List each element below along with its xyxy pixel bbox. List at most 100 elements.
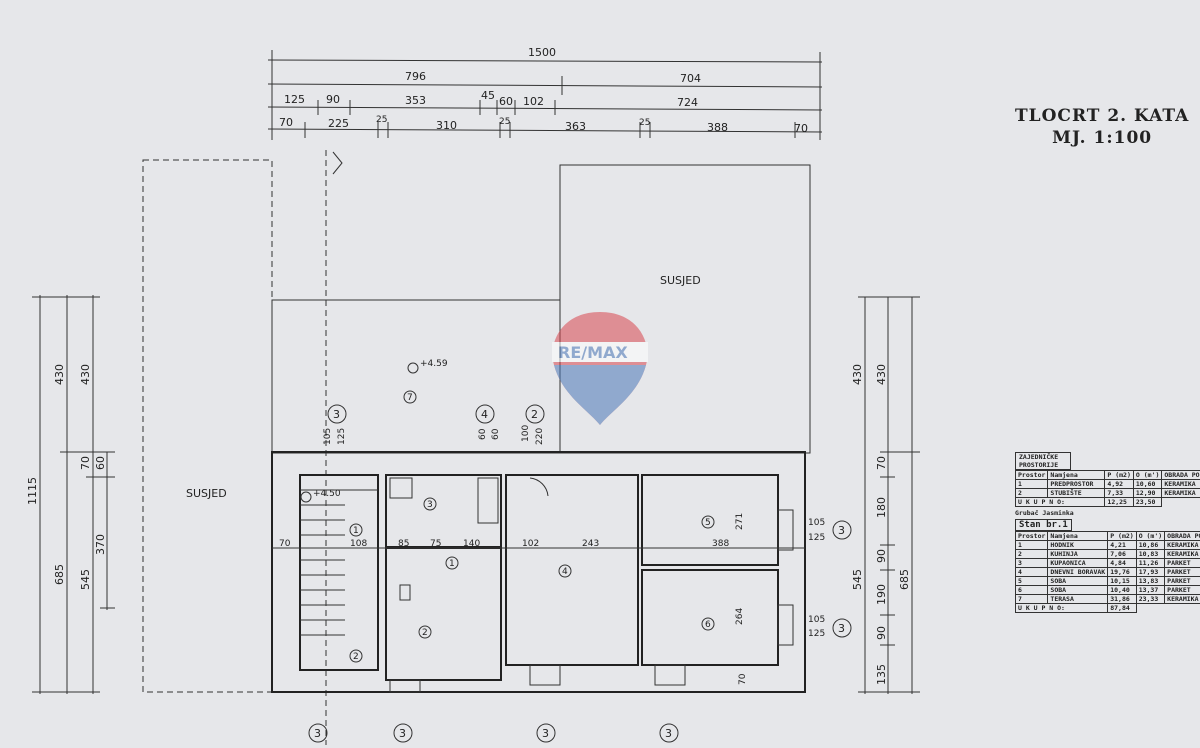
label: 430 — [53, 364, 66, 385]
label: 10,86 — [1135, 540, 1166, 550]
label: 3 — [333, 408, 340, 421]
label: U K U P N O: — [1014, 603, 1109, 613]
dim-top: 102 — [523, 95, 544, 108]
title-line-2: MJ. 1:100 — [1052, 128, 1153, 148]
dim-inner: 70 — [738, 673, 748, 685]
dim-top: 225 — [328, 117, 349, 130]
dim-inner: 388 — [712, 539, 729, 549]
dim-top: 353 — [405, 94, 426, 107]
dim-top: 704 — [680, 72, 701, 85]
label: 685 — [53, 564, 66, 585]
label: SOBA — [1047, 576, 1109, 586]
label: HODNIK — [1047, 540, 1109, 550]
label: O (m') — [1135, 531, 1166, 541]
label: U K U P N O: — [1014, 497, 1106, 507]
dim-inner: 105 — [323, 428, 333, 445]
label: 5 — [705, 518, 711, 528]
dim-top-total: 1500 — [528, 46, 556, 59]
room-marker: 2 — [349, 649, 363, 663]
elevation-marker-icon — [300, 491, 312, 503]
label: Namjena — [1047, 470, 1106, 480]
label: 3 — [399, 727, 406, 740]
label: OBRADA PODA — [1161, 470, 1200, 480]
left-dimensions: 1115 430 685 430 70 545 60 370 — [26, 295, 115, 694]
label: 4,21 — [1107, 540, 1137, 550]
label: 1115 — [26, 477, 39, 505]
room-marker: 6 — [701, 617, 715, 631]
dim-inner: 125 — [337, 428, 347, 445]
window-marker: 3 — [0, 0, 7, 3]
label: STUBIŠTE — [1047, 488, 1106, 498]
label: 87,84 — [1107, 603, 1137, 613]
room-marker: 4 — [558, 564, 572, 578]
window-marker: 3 — [327, 404, 347, 424]
table-heading: ZAJEDNIČKE PROSTORIJE — [1015, 452, 1071, 470]
dim-top: 125 — [284, 93, 305, 106]
window-marker: 2 — [525, 404, 545, 424]
label: KUPAONICA — [1047, 558, 1109, 568]
label: 1 — [1014, 479, 1049, 489]
label: PARKET — [1164, 558, 1200, 568]
label: PARKET — [1164, 576, 1200, 586]
label: 2 — [531, 408, 538, 421]
label: 685 — [898, 569, 911, 590]
elevation-marker-icon — [407, 362, 419, 374]
dim-top: 724 — [677, 96, 698, 109]
dim-top: 388 — [707, 121, 728, 134]
label: KERAMIKA — [1161, 488, 1200, 498]
owner-name: Grubač Jasminka — [1015, 509, 1074, 517]
room-marker: 1 — [445, 556, 459, 570]
label: 180 — [875, 497, 888, 518]
room-marker: 5 — [701, 515, 715, 529]
label: Namjena — [1047, 531, 1109, 541]
room-markers: 1 2 3 4 5 6 7 1 2 — [349, 390, 715, 663]
label: KERAMIKA — [1164, 549, 1200, 559]
label: 3 — [838, 622, 845, 635]
dim-inner: 243 — [582, 539, 599, 549]
label: DNEVNI BORAVAK — [1047, 567, 1109, 577]
label: 7,33 — [1104, 488, 1134, 498]
label: O (m') — [1132, 470, 1163, 480]
label: 12,90 — [1132, 488, 1163, 498]
building-walls — [271, 451, 806, 693]
dim-top: 25 — [376, 115, 387, 125]
dim-inner: 125 — [808, 533, 825, 543]
label: 3 — [542, 727, 549, 740]
window-marker: 3 — [308, 723, 328, 743]
label: 430 — [851, 364, 864, 385]
dim-top: 60 — [499, 95, 513, 108]
window-markers: 3 4 2 3 3 3 3 3 3 3 — [0, 0, 852, 743]
window-marker: 3 — [832, 618, 852, 638]
dim-top: 310 — [436, 119, 457, 132]
dim-inner: 75 — [430, 539, 441, 549]
label: P (m2) — [1104, 470, 1134, 480]
dim-inner: 60 — [491, 428, 501, 440]
window-marker: 3 — [832, 520, 852, 540]
label: 1 — [1014, 540, 1049, 550]
room-marker: 1 — [349, 523, 363, 537]
dim-top: 70 — [794, 122, 808, 135]
label: KUHINJA — [1047, 549, 1109, 559]
label: 10,60 — [1132, 479, 1163, 489]
top-dimensions: 1500 796 704 125 90 353 45 60 102 724 70… — [267, 46, 823, 140]
dim-inner: 85 — [398, 539, 409, 549]
label: 7 — [1014, 594, 1049, 604]
label: TERASA — [1047, 594, 1109, 604]
label: 7,06 — [1107, 549, 1137, 559]
label: 23,33 — [1135, 594, 1166, 604]
right-dimensions: 430 545 430 70 180 90 190 90 135 685 — [851, 296, 920, 694]
watermark-text: RE/MAX — [558, 343, 628, 362]
dim-top: 70 — [279, 116, 293, 129]
dim-top: 45 — [481, 89, 495, 102]
dim-inner: 102 — [522, 539, 539, 549]
dim-inner: 60 — [478, 428, 488, 440]
label: P (m2) — [1107, 531, 1137, 541]
label: 430 — [79, 364, 92, 385]
terrace-outline — [271, 299, 561, 454]
label: 5 — [1014, 576, 1049, 586]
dim-top: 25 — [639, 118, 650, 128]
